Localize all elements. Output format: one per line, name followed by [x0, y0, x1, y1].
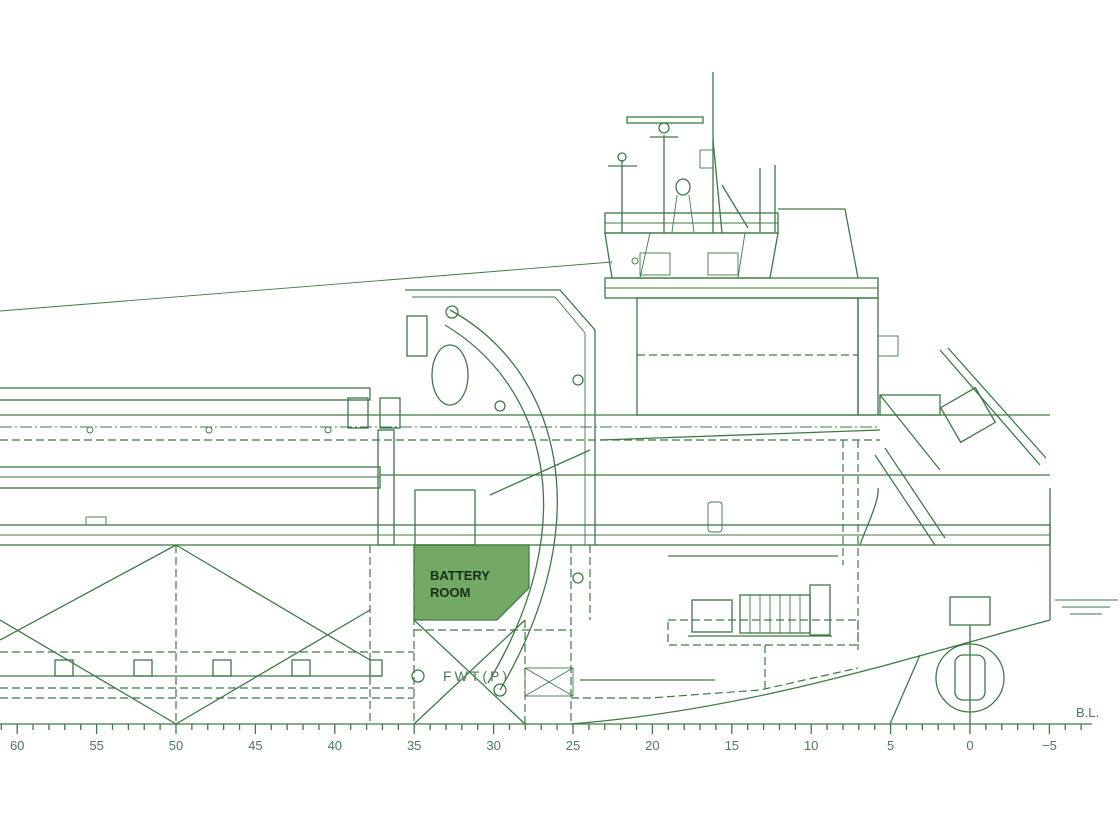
hopper-tanks: [0, 544, 414, 725]
a-frame: [347, 289, 596, 725]
frame-tick-label: 60: [10, 738, 24, 753]
frame-tick-label: 10: [804, 738, 818, 753]
generator-set-icon: [688, 584, 832, 637]
tank-label: FWT(P): [443, 668, 510, 684]
bow-thruster-propeller-icon: [935, 596, 1005, 724]
superstructure-block: [636, 297, 859, 416]
frame-tick-label: 20: [645, 738, 659, 753]
frame-tick-label: 35: [407, 738, 421, 753]
hopper-door-icons: [54, 659, 383, 677]
waterline-marks: [1055, 599, 1118, 615]
frame-tick-label: 30: [486, 738, 500, 753]
wheelhouse: [604, 208, 899, 416]
frame-tick-label: 15: [725, 738, 739, 753]
stairway: [857, 297, 879, 416]
frame-tick-label: 50: [169, 738, 183, 753]
frame-tick-label: 45: [248, 738, 262, 753]
frame-tick-label: 40: [328, 738, 342, 753]
mast-group: [608, 72, 776, 234]
frame-tick-label: −5: [1042, 738, 1057, 753]
frame-tick-label: 0: [966, 738, 973, 753]
satellite-dome-icon: [675, 178, 691, 196]
ladder: [377, 429, 395, 546]
frame-tick-label: 5: [887, 738, 894, 753]
frame-tick-label: 25: [566, 738, 580, 753]
forestay-line: [0, 261, 613, 312]
radar-antenna-icon: [626, 116, 704, 124]
baseline-label: B.L.: [1076, 705, 1099, 720]
hull: [569, 440, 1051, 725]
frame-tick-label: 55: [89, 738, 103, 753]
battery-room-label-line2: ROOM: [430, 585, 470, 600]
person-figure-icon: [406, 315, 428, 357]
bow-crane-icon: [874, 347, 1047, 546]
battery-room-label-line1: BATTERY: [430, 568, 490, 583]
